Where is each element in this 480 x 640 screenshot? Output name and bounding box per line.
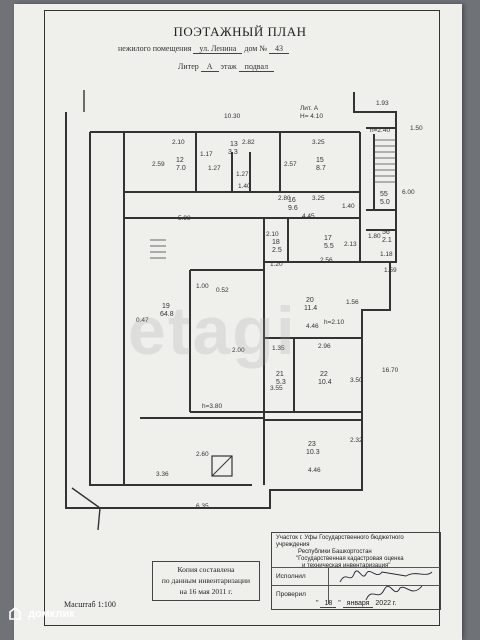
room-area: 11.4 (304, 305, 317, 312)
dim-label: 4.45 (302, 213, 315, 220)
dim-label: 1.40 (342, 203, 355, 210)
room-area: 7.0 (176, 165, 186, 172)
dim-label: 2.96 (318, 343, 331, 350)
dim-label: 2.60 (196, 451, 209, 458)
dim-label: 2.80 (278, 195, 291, 202)
dim-label: 1.18 (380, 251, 393, 258)
dim-label: 1.50 (410, 125, 423, 132)
room-no: 22 (320, 371, 328, 378)
dim-label: 2.57 (284, 161, 297, 168)
house-icon (9, 606, 21, 620)
dim-label: 2.32 (350, 437, 363, 444)
room-no: 21 (276, 371, 284, 378)
dim-label: 0.47 (136, 317, 149, 324)
dim-label: 2.10 (172, 139, 185, 146)
room-area: 2.5 (272, 247, 282, 254)
dim-label: 1.93 (376, 100, 389, 107)
info-block: Участок г. Уфы Государственного бюджетно… (271, 532, 441, 610)
room-area: 5.3 (276, 379, 286, 386)
room-area: 10.3 (306, 449, 320, 456)
dim-label: 16.70 (382, 367, 399, 374)
dim-label: 3.25 (312, 139, 325, 146)
object-line: нежилого помещения ул. Ленина дом № 43 (118, 44, 290, 54)
room-no: 17 (324, 235, 332, 242)
dim-label: 1.56 (346, 299, 359, 306)
signature-mark (339, 570, 433, 583)
dim-label: 3.36 (156, 471, 169, 478)
dim-label: 5.98 (178, 215, 191, 222)
dim-label: 1.80 (368, 233, 381, 240)
dim-label: 1.17 (200, 151, 213, 158)
room-area: 3.3 (228, 149, 238, 156)
dim-label: 6.00 (402, 189, 415, 196)
paper-sheet (14, 4, 462, 640)
dim-label: 2.00 (232, 347, 245, 354)
room-no: 56 (382, 229, 390, 236)
lit-label: Лит. А (300, 105, 319, 112)
dim-label: 1.35 (272, 345, 285, 352)
room-no: 15 (316, 157, 324, 164)
drawing-frame (44, 10, 440, 626)
room-area: 5.0 (380, 199, 390, 206)
dim-label: 2.82 (242, 139, 255, 146)
signature-mark (365, 585, 423, 601)
dim-label: h=2.40 (370, 127, 390, 134)
room-area: 9.6 (288, 205, 298, 212)
dim-label: 2.10 (266, 231, 279, 238)
copy-stamp: Копия составлена по данным инвентаризаци… (152, 561, 260, 601)
scale-label: Масштаб 1:100 (64, 600, 116, 609)
watermark: etagi (128, 293, 297, 369)
dim-label: 1.20 (270, 261, 283, 268)
dim-label: 1.59 (384, 267, 397, 274)
dim-label: 1.00 (196, 283, 209, 290)
dim-label: 4.46 (308, 467, 321, 474)
dim-label: 4.46 (306, 323, 319, 330)
dim-label: 1.27 (208, 165, 221, 172)
dim-label: 6.35 (196, 503, 209, 510)
date-line: " 18 " января 2022 г. (316, 600, 397, 608)
dim-label: 0.52 (216, 287, 229, 294)
room-no: 19 (162, 303, 170, 310)
dim-label: 1.40 (238, 183, 251, 190)
room-no: 55 (380, 191, 388, 198)
dim-label: 2.59 (152, 161, 165, 168)
dim-label: h=2.10 (324, 319, 344, 326)
liter-line: Литер А этаж подвал (178, 62, 275, 72)
room-no: 23 (308, 441, 316, 448)
dim-label: h=3.80 (202, 403, 222, 410)
room-no: 18 (272, 239, 280, 246)
dim-label: 3.55 (270, 385, 283, 392)
room-area: 2.1 (382, 237, 392, 244)
organization-text: Участок г. Уфы Государственного бюджетно… (276, 535, 404, 569)
room-no: 12 (176, 157, 184, 164)
dim-label: 1.27 (236, 171, 249, 178)
height-label: H= 4.10 (300, 113, 323, 120)
room-no: 13 (230, 141, 238, 148)
executor-row: Исполнил (272, 567, 440, 586)
brand-logo: домклик (8, 606, 75, 620)
dim-label: 10.30 (224, 113, 241, 120)
room-no: 16 (288, 197, 296, 204)
room-area: 8.7 (316, 165, 326, 172)
page-title: ПОЭТАЖНЫЙ ПЛАН (173, 24, 307, 39)
dim-label: 3.50 (350, 377, 363, 384)
room-area: 5.5 (324, 243, 334, 250)
room-area: 64.8 (160, 311, 174, 318)
room-no: 20 (306, 297, 314, 304)
dim-label: 3.25 (312, 195, 325, 202)
dim-label: 2.56 (320, 257, 333, 264)
room-area: 10.4 (318, 379, 332, 386)
dim-label: 2.13 (344, 241, 357, 248)
checker-row: Проверил (272, 585, 440, 604)
